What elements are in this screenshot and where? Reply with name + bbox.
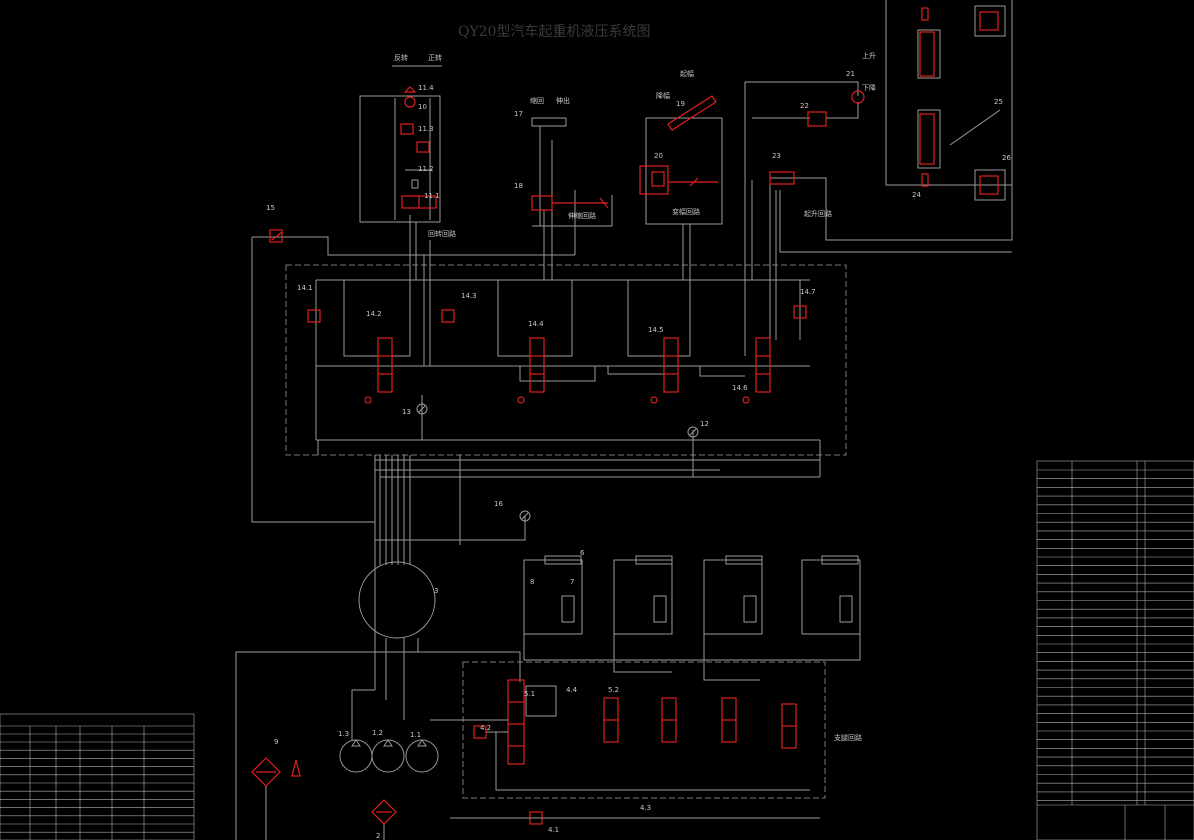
num-14-3: 14.3	[461, 292, 477, 300]
num-14-7: 14.7	[800, 288, 816, 296]
num-20: 20	[654, 152, 663, 160]
num-5-1: 5.1	[524, 690, 535, 698]
num-17: 17	[514, 110, 523, 118]
multi-way-valves: 14.1 14.2 14.3 14.4 14.5 14.6 14.7	[297, 284, 816, 404]
num-10-top: 10	[418, 103, 427, 111]
num-11-1: 11.1	[424, 192, 440, 200]
num-19: 19	[676, 100, 685, 108]
num-14-5: 14.5	[648, 326, 664, 334]
relief-valve-15: 15	[266, 204, 283, 243]
num-4-3: 4.3	[640, 804, 651, 812]
num-6: 6	[580, 549, 585, 557]
num-1-3: 1.3	[338, 730, 349, 738]
label-up: 上升	[862, 51, 876, 60]
label-hoisting-circuit: 起升回路	[804, 209, 832, 218]
num-14-1: 14.1	[297, 284, 313, 292]
num-1-1: 1.1	[410, 731, 421, 739]
num-1-2: 1.2	[372, 729, 383, 737]
label-luffing-circuit: 变幅回路	[672, 207, 700, 216]
outrigger-cylinders: 6 7 8	[523, 549, 861, 681]
num-4-2: 4.2	[480, 724, 491, 732]
label-right-turn: 正转	[428, 53, 442, 62]
num-15: 15	[266, 204, 275, 212]
multi-way-valve-block	[285, 264, 847, 456]
num-25: 25	[994, 98, 1003, 106]
num-16: 16	[494, 500, 503, 508]
outrigger-valves: 5.1 5.2 4.4 4.2 4.3 4.1 支腿回路	[430, 679, 862, 834]
num-9: 9	[274, 738, 278, 746]
slewing-circuit: 反转 正转 11.4 10 11.3 11.2 11.1 回转回路	[359, 53, 456, 238]
num-26: 26	[1002, 154, 1011, 162]
pressure-gauges: 13 12 16	[402, 403, 709, 522]
drawing-title: QY20型汽车起重机液压系统图	[458, 23, 651, 40]
num-7: 7	[570, 578, 574, 586]
label-down: 下降	[862, 83, 876, 92]
pump-group: 1.3 1.2 1.1 9 2	[251, 729, 439, 840]
outrigger-valve-block	[462, 661, 826, 799]
revision-table-rows	[0, 741, 194, 833]
num-11-2: 11.2	[418, 165, 434, 173]
telescoping-circuit: 缩回 伸出 17 18 伸缩回路	[514, 96, 613, 227]
num-4-1: 4.1	[548, 826, 559, 834]
central-swivel-joint: 3	[235, 561, 521, 840]
num-2: 2	[376, 832, 380, 840]
label-telescoping-circuit: 伸缩回路	[568, 211, 596, 220]
num-11-3: 11.3	[418, 125, 434, 133]
label-raise: 起幅	[680, 69, 694, 78]
hoisting-circuit: 上升 下降 21 22 23 25 26 24 起升回路	[745, 0, 1013, 253]
num-12: 12	[700, 420, 709, 428]
num-4-4: 4.4	[566, 686, 578, 694]
num-11-4: 11.4	[418, 84, 434, 92]
pipe-network	[251, 82, 821, 690]
label-outrigger-circuit: 支腿回路	[834, 733, 862, 742]
num-14-4: 14.4	[528, 320, 544, 328]
num-24: 24	[912, 191, 921, 199]
label-extend: 伸出	[556, 96, 570, 105]
num-23: 23	[772, 152, 781, 160]
num-3: 3	[434, 587, 438, 595]
num-22: 22	[800, 102, 809, 110]
num-14-2: 14.2	[366, 310, 382, 318]
num-18: 18	[514, 182, 523, 190]
num-14-6: 14.6	[732, 384, 748, 392]
label-slewing-circuit: 回转回路	[428, 229, 456, 238]
luffing-circuit: 降幅 起幅 19 20 变幅回路	[639, 69, 723, 225]
num-13: 13	[402, 408, 411, 416]
label-retract: 缩回	[530, 96, 544, 105]
parts-list-table	[1036, 460, 1194, 840]
parts-list-rows	[1037, 469, 1194, 801]
num-5-2: 5.2	[608, 686, 619, 694]
num-21: 21	[846, 70, 855, 78]
label-left-turn: 反转	[394, 53, 408, 62]
num-8: 8	[530, 578, 534, 586]
label-lower: 降幅	[656, 91, 670, 100]
revision-table	[0, 713, 195, 840]
